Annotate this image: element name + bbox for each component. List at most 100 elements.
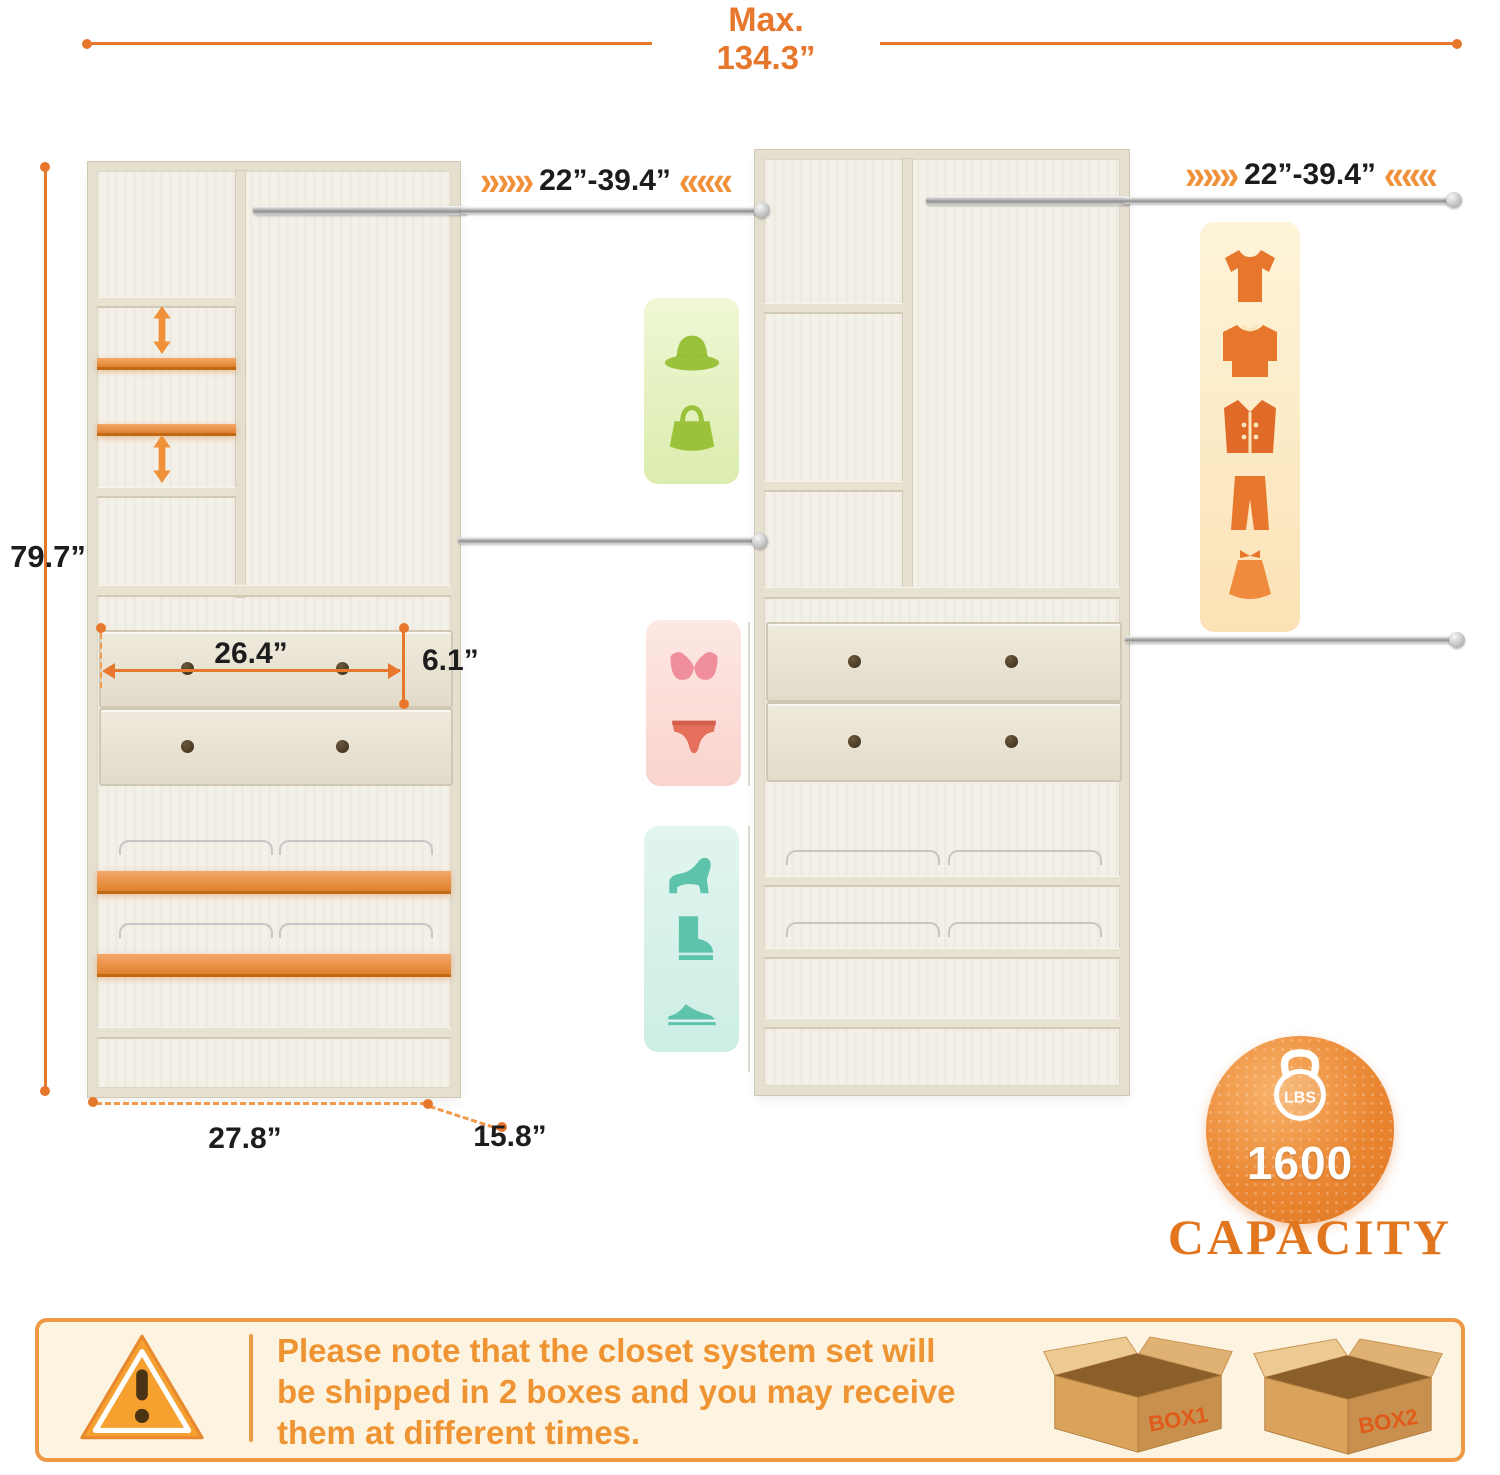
warning-icon bbox=[80, 1334, 204, 1440]
closet-tower-right bbox=[755, 150, 1129, 1095]
dim-dot bbox=[1452, 39, 1462, 49]
note-text: Please note that the closet system set w… bbox=[277, 1330, 956, 1453]
max-value: 134.3” bbox=[716, 39, 816, 76]
drawer bbox=[766, 702, 1122, 782]
accessories-panel bbox=[644, 298, 739, 484]
height-value: 79.7” bbox=[10, 539, 86, 574]
note-line-3: them at different times. bbox=[277, 1414, 641, 1451]
capacity-caption: CAPACITY bbox=[1167, 1209, 1453, 1265]
chevron-right-icon: »»» bbox=[480, 156, 534, 204]
hanging-rod-right-top-extension bbox=[1122, 197, 1452, 204]
dim-dot bbox=[423, 1099, 433, 1109]
rod-end-cap bbox=[1449, 632, 1465, 648]
shoe-rail bbox=[279, 840, 433, 855]
dim-line-height bbox=[44, 170, 47, 1088]
hat-icon bbox=[664, 335, 719, 371]
badge-texture bbox=[1206, 1036, 1394, 1224]
rod-end-cap bbox=[1446, 192, 1462, 208]
rod-range-right: »»» 22”-39.4” ««« bbox=[1145, 150, 1475, 198]
hanging-rod-left-top bbox=[253, 206, 468, 215]
shoe-rail bbox=[786, 922, 940, 937]
lbs-label: LBS bbox=[1284, 1088, 1316, 1106]
rod-range-right-value: 22”-39.4” bbox=[1244, 158, 1376, 191]
drawer-width-value: 26.4” bbox=[214, 637, 288, 670]
kettlebell-icon: LBS bbox=[1274, 1049, 1326, 1121]
rod-range-left: »»» 22”-39.4” ««« bbox=[460, 156, 750, 204]
jacket-icon bbox=[1224, 399, 1276, 453]
capacity-value: 1600 bbox=[1246, 1137, 1354, 1189]
dim-dot bbox=[82, 39, 92, 49]
vertical-divider bbox=[903, 159, 912, 587]
dim-dot bbox=[399, 699, 409, 709]
shoe-shelf-highlight bbox=[97, 871, 451, 894]
sneaker-icon bbox=[667, 1003, 716, 1025]
drawer-knob bbox=[848, 655, 861, 668]
dim-dot bbox=[497, 1122, 507, 1132]
dim-dot bbox=[88, 1097, 98, 1107]
skirt-icon bbox=[1229, 550, 1271, 600]
rod-range-left-value: 22”-39.4” bbox=[539, 164, 671, 197]
note-divider bbox=[249, 1334, 253, 1442]
box-icon: BOX2 bbox=[1253, 1338, 1443, 1455]
dim-dot bbox=[96, 623, 106, 633]
shelf bbox=[97, 297, 236, 308]
adjustable-shelf bbox=[97, 424, 236, 436]
boot-icon bbox=[678, 916, 713, 960]
vertical-divider bbox=[236, 171, 245, 597]
hanging-rod-left-middle bbox=[458, 537, 758, 544]
adjust-arrow-icon bbox=[153, 305, 171, 355]
dim-line-tower-width bbox=[96, 1102, 426, 1105]
shelf bbox=[764, 876, 1120, 887]
hanging-rod-right-lower bbox=[1125, 636, 1455, 643]
shelf bbox=[764, 303, 903, 314]
shelf bbox=[764, 481, 903, 492]
drawer bbox=[766, 622, 1122, 702]
panel-guide-line bbox=[748, 622, 750, 786]
sweater-icon bbox=[1223, 324, 1277, 378]
note-line-1: Please note that the closet system set w… bbox=[277, 1332, 936, 1369]
box-icon: BOX1 bbox=[1043, 1336, 1233, 1453]
dim-line-max-right bbox=[880, 42, 1454, 45]
dim-line-drawer-width bbox=[106, 669, 400, 672]
adjustable-shelf bbox=[97, 358, 236, 370]
drawer-knob bbox=[336, 740, 349, 753]
dim-guide bbox=[100, 633, 102, 688]
chevron-left-icon: ««« bbox=[1383, 150, 1438, 198]
dim-dot bbox=[40, 162, 50, 172]
chevron-left-icon: ««« bbox=[678, 156, 733, 204]
chevron-right-icon: »»» bbox=[1185, 150, 1239, 198]
dim-line-max-left bbox=[90, 42, 652, 45]
adjust-arrow-icon bbox=[153, 434, 171, 484]
shoe-rail bbox=[948, 922, 1102, 937]
panel-guide-line bbox=[748, 826, 750, 1072]
hanging-rod-right-top bbox=[926, 196, 1131, 205]
drawer-height-value: 6.1” bbox=[422, 644, 479, 677]
shelf bbox=[764, 948, 1120, 959]
hanging-rod-left-top-extension bbox=[460, 207, 760, 214]
shoe-rail bbox=[786, 850, 940, 865]
briefs-icon bbox=[671, 720, 716, 754]
pants-icon bbox=[1231, 475, 1269, 530]
shelf bbox=[764, 1018, 1120, 1029]
capacity-badge bbox=[1206, 1036, 1394, 1224]
max-label: Max. bbox=[728, 1, 804, 39]
dim-dot bbox=[399, 623, 409, 633]
tower-depth-value: 15.8” bbox=[473, 1120, 547, 1153]
drawer-knob bbox=[1005, 655, 1018, 668]
drawer bbox=[99, 708, 453, 786]
shoes-panel bbox=[644, 826, 739, 1052]
shelf bbox=[97, 487, 236, 498]
drawer-knob bbox=[181, 740, 194, 753]
tower-width-value: 27.8” bbox=[208, 1122, 282, 1155]
shoe-rail bbox=[119, 840, 273, 855]
dim-dot bbox=[40, 1086, 50, 1096]
shoe-rail bbox=[279, 923, 433, 938]
shipping-note: Please note that the closet system set w… bbox=[35, 1318, 1465, 1462]
rod-end-cap bbox=[754, 202, 770, 218]
shoe-rail bbox=[948, 850, 1102, 865]
drawer-knob bbox=[848, 735, 861, 748]
tshirt-icon bbox=[1225, 249, 1275, 302]
arrowhead-left bbox=[102, 663, 115, 679]
arrowhead-right bbox=[388, 663, 401, 679]
shoe-rail bbox=[119, 923, 273, 938]
